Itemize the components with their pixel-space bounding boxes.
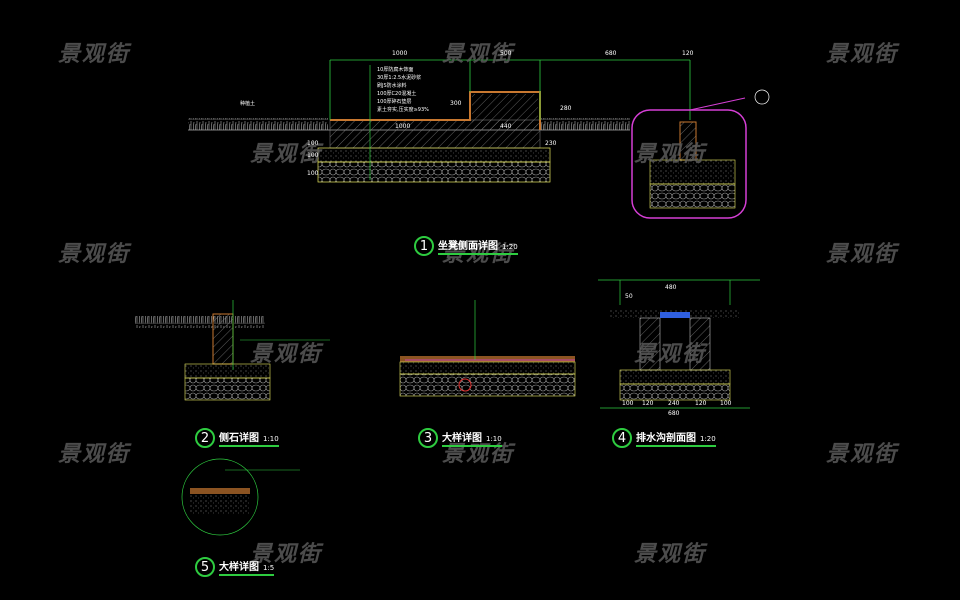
dim: 100 xyxy=(307,140,319,147)
dim: 120 xyxy=(682,50,694,57)
watermark: 景观街 xyxy=(250,342,323,367)
detail-1-bench-section xyxy=(188,59,770,219)
dim: 500 xyxy=(500,50,512,57)
dim: 1000 xyxy=(395,123,411,130)
grass-label: 种植土 xyxy=(240,101,256,107)
watermark: 景观街 xyxy=(250,542,323,567)
detail-number: 3 xyxy=(418,428,438,448)
detail-number: 1 xyxy=(414,236,434,256)
watermark: 景观街 xyxy=(634,142,707,167)
detail-4-drain xyxy=(598,279,760,409)
dim: 280 xyxy=(560,105,572,112)
layer-note: 素土夯实,压实度≥93% xyxy=(377,107,429,113)
detail-number: 5 xyxy=(195,557,215,577)
detail-number: 4 xyxy=(612,428,632,448)
dim: 230 xyxy=(545,140,557,147)
layer-note: 30厚1:2.5水泥砂浆 xyxy=(377,75,422,81)
dim: 1000 xyxy=(392,50,408,57)
watermark: 景观街 xyxy=(250,142,323,167)
watermark: 景观街 xyxy=(58,442,131,467)
layer-note: 100厚碎石垫层 xyxy=(377,99,412,105)
watermark: 景观街 xyxy=(634,542,707,567)
dim: 120 xyxy=(642,400,654,407)
watermark: 景观街 xyxy=(442,42,515,67)
dim: 120 xyxy=(695,400,707,407)
layer-note: 100厚C20混凝土 xyxy=(377,91,417,97)
watermark: 景观街 xyxy=(826,442,899,467)
layer-note: 10厚防腐木饰面 xyxy=(377,67,414,73)
dim: 440 xyxy=(500,123,512,130)
dim: 480 xyxy=(665,284,677,291)
detail-2-curb xyxy=(135,300,330,401)
dim: 300 xyxy=(450,100,462,107)
layer-note: 刷JS防水涂料 xyxy=(377,83,407,89)
watermark: 景观街 xyxy=(826,42,899,67)
dim: 240 xyxy=(668,400,680,407)
watermark: 景观街 xyxy=(826,242,899,267)
dim: 100 xyxy=(307,152,319,159)
detail-3-detail xyxy=(399,300,576,397)
dim: 100 xyxy=(720,400,732,407)
watermark: 景观街 xyxy=(634,342,707,367)
dim: 680 xyxy=(605,50,617,57)
detail-5-detail xyxy=(181,458,300,536)
dim: 50 xyxy=(625,293,633,300)
watermark: 景观街 xyxy=(58,42,131,67)
watermark: 景观街 xyxy=(58,242,131,267)
dim: 100 xyxy=(622,400,634,407)
detail-number: 2 xyxy=(195,428,215,448)
dim: 100 xyxy=(307,170,319,177)
dim: 680 xyxy=(668,410,680,417)
